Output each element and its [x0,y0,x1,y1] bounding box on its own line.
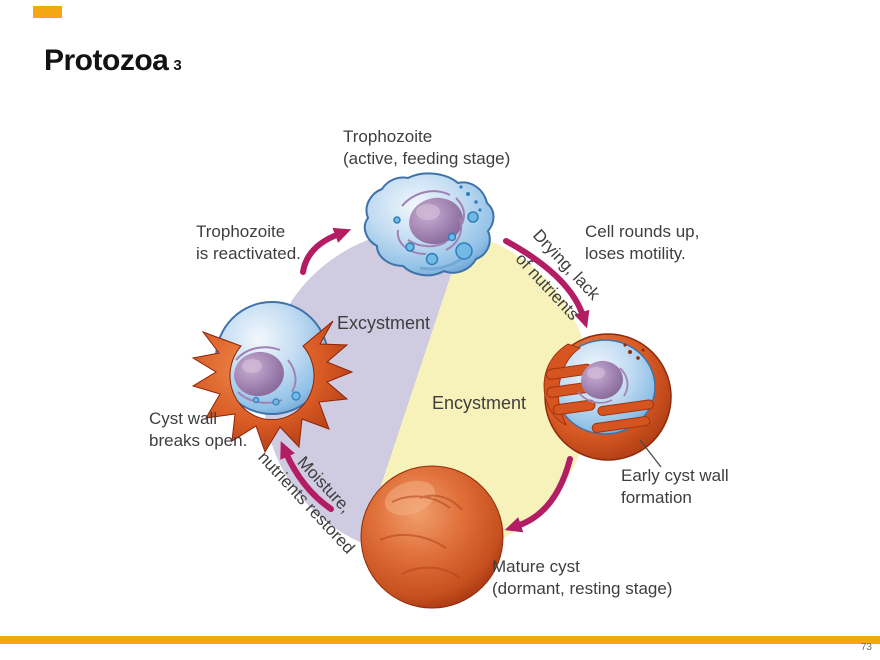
title-index: 3 [173,57,182,74]
excysting-cell-illustration [191,301,354,454]
arrow-to-mature-cyst [504,456,573,533]
cycle-circle-excystment-half [263,228,465,544]
trophozoite-cell-illustration [363,172,495,277]
label-encystment: Encystment [432,393,527,413]
arrow-moisture [280,441,334,512]
label-trophozoite-reactivated: Trophozoite is reactivated. [196,222,301,263]
early-cyst-cell-illustration [543,333,672,468]
label-trophozoite: Trophozoite (active, feeding stage) [343,127,511,168]
early-cyst-pointer-line [639,439,662,468]
label-cyst-wall-breaks: Cyst wall breaks open. [149,409,248,450]
arrow-drying [503,238,590,329]
mature-cyst-illustration [360,465,504,609]
label-cell-rounds-up: Cell rounds up, loses motility. [585,222,700,263]
title-text: Protozoa [44,44,169,77]
label-mature-cyst: Mature cyst (dormant, resting stage) [492,557,673,598]
arrow-reactivation [300,227,352,275]
top-accent-mark [33,6,62,18]
page-number: 73 [860,642,872,653]
label-excystment: Excystment [337,313,431,333]
label-early-cyst-wall: Early cyst wall formation [621,466,729,507]
footer-accent-bar [0,636,880,644]
